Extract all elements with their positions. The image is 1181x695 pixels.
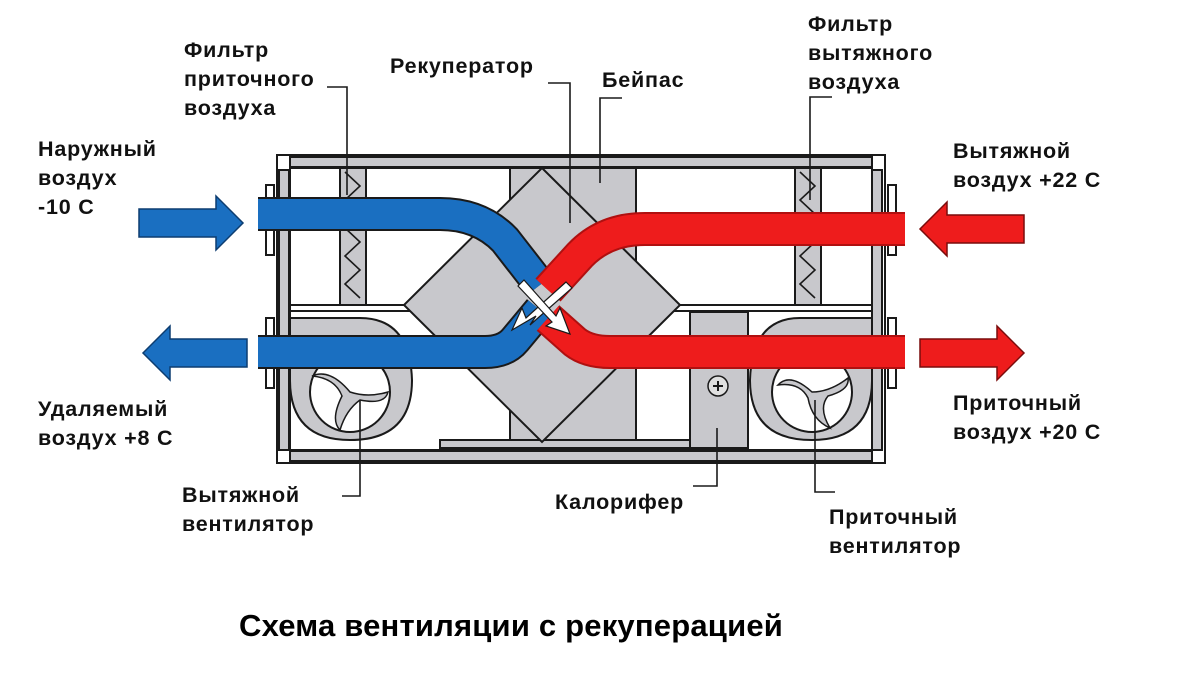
leader-bypass (599, 97, 622, 183)
leader-supply-fan (814, 400, 835, 493)
label-line: вентилятор (829, 534, 962, 558)
crossing-arrow-down-right-icon (517, 279, 572, 335)
extract-air-arrow (918, 200, 1025, 258)
label-line: Удаляемый (38, 397, 169, 421)
cold-air-stream (258, 197, 554, 369)
label-line: вытяжного (808, 41, 934, 65)
label-supply-fan: Приточный вентилятор (829, 503, 961, 561)
diagram-title: Схема вентиляции с рекуперацией (239, 608, 784, 643)
housing-bottom-rail (289, 450, 873, 462)
label-recuperator: Рекуператор (390, 52, 534, 81)
label-extract-air: Вытяжной воздух +22 С (953, 137, 1101, 195)
supply-air-arrow (919, 324, 1026, 382)
label-supply-air: Приточный воздух +20 С (953, 389, 1101, 447)
label-line: Приточный (953, 391, 1082, 415)
label-line: Бейпас (602, 68, 685, 92)
label-line: Вытяжной (182, 483, 300, 507)
housing-top-rail (289, 156, 873, 168)
label-supply-filter: Фильтр приточного воздуха (184, 36, 315, 123)
label-outdoor-air: Наружный воздух -10 С (38, 135, 157, 222)
arrow-left-icon (918, 200, 1025, 258)
supply-filter (339, 167, 367, 306)
bottom-tray (439, 439, 731, 449)
leader-exhaust-filter (809, 96, 832, 200)
supply-filter-zigzag (343, 171, 362, 299)
label-exhaust-filter: Фильтр вытяжного воздуха (808, 10, 933, 97)
label-bypass: Бейпас (602, 66, 684, 95)
label-line: приточного (184, 67, 315, 91)
label-line: воздуха (184, 96, 277, 120)
warm-air-stream (535, 212, 905, 369)
arrow-right-icon (919, 324, 1026, 382)
label-line: -10 С (38, 195, 95, 219)
arrow-left-icon (141, 324, 248, 382)
label-line: Калорифер (555, 490, 685, 514)
heater (689, 311, 749, 449)
supply-fan-impeller-icon (776, 376, 849, 430)
heat-exchange-arrows (510, 279, 573, 335)
exhaust-air-arrow (141, 324, 248, 382)
leader-exhaust-fan (342, 400, 361, 497)
label-exhaust-air: Удаляемый воздух +8 С (38, 395, 173, 453)
label-line: Рекуператор (390, 54, 534, 78)
label-line: Фильтр (808, 12, 894, 36)
label-heater: Калорифер (555, 488, 684, 517)
label-line: Наружный (38, 137, 157, 161)
label-line: вентилятор (182, 512, 315, 536)
label-line: Фильтр (184, 38, 270, 62)
label-exhaust-fan: Вытяжной вентилятор (182, 481, 314, 539)
label-line: воздуха (808, 70, 901, 94)
arrow-right-icon (138, 194, 245, 252)
leader-recuperator (548, 82, 571, 223)
leader-heater (693, 428, 718, 487)
label-line: воздух +8 С (38, 426, 174, 450)
label-line: Вытяжной (953, 139, 1071, 163)
exhaust-fan-impeller-icon (311, 373, 390, 432)
leader-lines (327, 82, 835, 497)
label-line: воздух +20 С (953, 420, 1102, 444)
label-line: воздух +22 С (953, 168, 1102, 192)
label-line: воздух (38, 166, 118, 190)
label-line: Приточный (829, 505, 958, 529)
leader-supply-filter (327, 86, 348, 195)
outdoor-air-arrow (138, 194, 245, 252)
